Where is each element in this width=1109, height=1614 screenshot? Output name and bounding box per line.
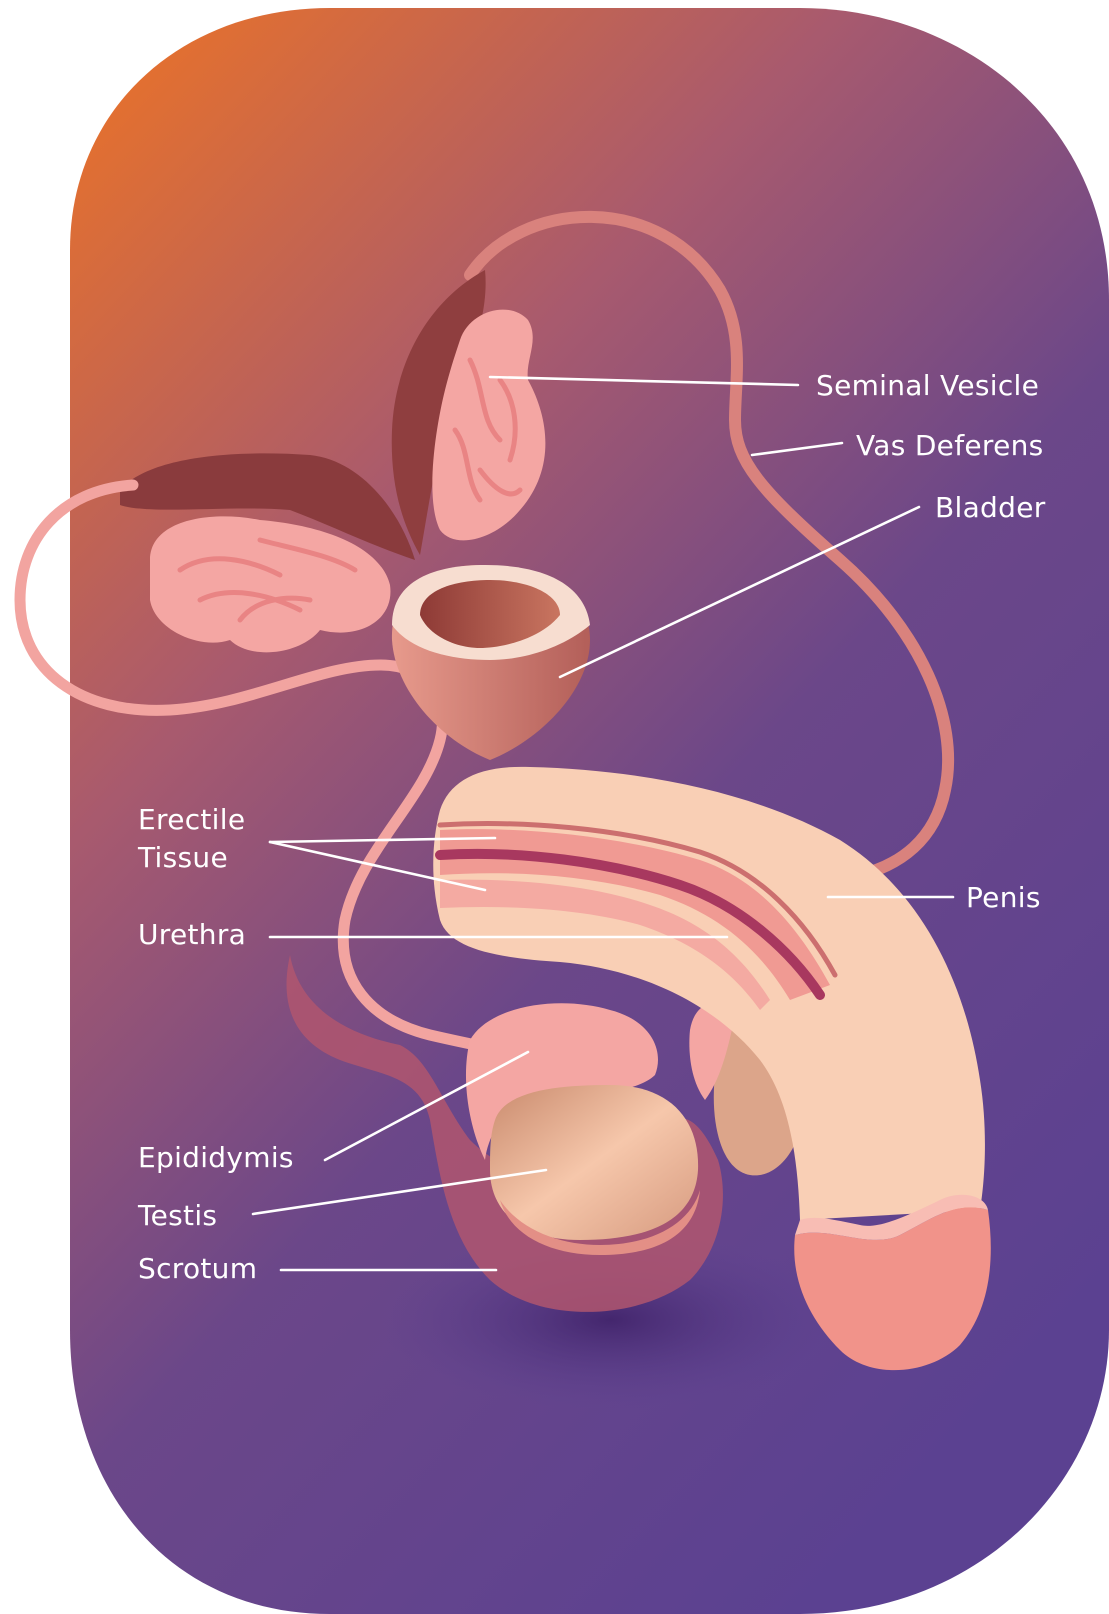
label-urethra: Urethra: [138, 918, 246, 951]
label-epididymis: Epididymis: [138, 1141, 294, 1174]
label-erectile-tissue-line1: Erectile: [138, 803, 245, 836]
label-seminal-vesicle: Seminal Vesicle: [816, 369, 1039, 402]
label-penis: Penis: [966, 881, 1041, 914]
label-bladder: Bladder: [935, 491, 1046, 524]
label-scrotum: Scrotum: [138, 1252, 257, 1285]
label-vas-deferens: Vas Deferens: [856, 429, 1044, 462]
label-erectile-tissue-line2: Tissue: [137, 841, 228, 874]
label-testis: Testis: [137, 1199, 217, 1232]
testis: [490, 1085, 698, 1240]
